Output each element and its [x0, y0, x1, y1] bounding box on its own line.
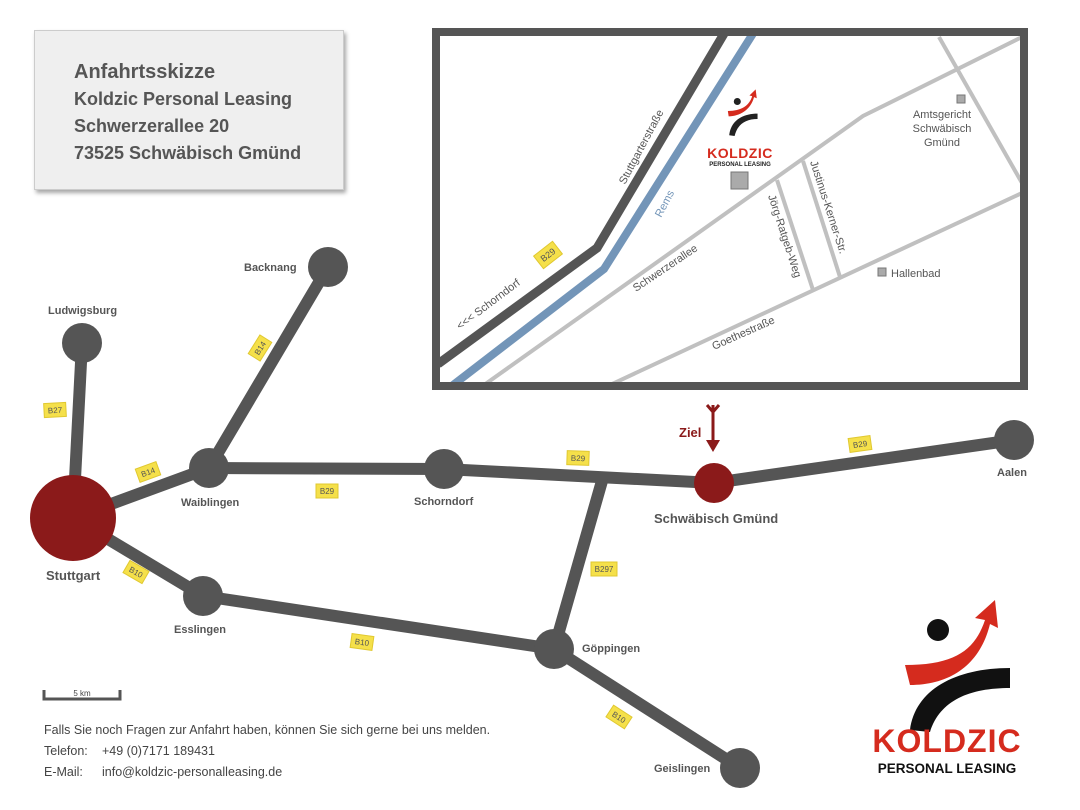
city-label-stuttgart: Stuttgart: [46, 568, 101, 583]
road-b10-geislingen: [548, 643, 746, 774]
city-label: Ludwigsburg: [48, 305, 117, 317]
email-label: E-Mail:: [44, 765, 83, 779]
road-sign-b10: B10: [354, 637, 370, 648]
road-b14-backnang: [203, 261, 334, 474]
poi-label: Amtsgericht: [913, 109, 971, 121]
road-sign-b29: B29: [571, 454, 586, 464]
address-box: Anfahrtsskizze Koldzic Personal Leasing …: [34, 30, 344, 190]
city-label: Esslingen: [174, 624, 226, 636]
street-amtsgericht: [937, 36, 1024, 184]
contact-info: Falls Sie noch Fragen zur Anfahrt haben,…: [44, 720, 490, 783]
road-b10: [197, 590, 560, 655]
city-label: Göppingen: [582, 643, 640, 655]
poi-label: Schwäbisch: [913, 123, 972, 135]
city-nodes: [30, 247, 1034, 788]
logo-text: KOLDZIC: [872, 723, 1021, 759]
logo-subtext: PERSONAL LEASING: [878, 761, 1017, 776]
scale-bar: 5 km: [42, 689, 122, 701]
node-geislingen: [720, 748, 760, 788]
street-joerg-ratgeb-weg: [775, 179, 815, 291]
road-signs: B27 B14 B14 B29 B29 B29 B10 B297 B10 B10: [43, 334, 873, 730]
node-goeppingen: [534, 629, 574, 669]
inset-streets: [482, 35, 1024, 387]
city-label: Backnang: [244, 262, 297, 274]
building-hallenbad-icon: [877, 267, 887, 277]
node-esslingen: [183, 576, 223, 616]
logo-text: KOLDZIC: [707, 145, 773, 161]
node-ludwigsburg: [62, 323, 102, 363]
road-b29-inset: [435, 29, 729, 368]
city-label: Schorndorf: [414, 496, 474, 508]
logo-subtext: PERSONAL LEASING: [709, 162, 771, 168]
street-address: Schwerzerallee 20: [74, 116, 230, 136]
koldzic-logo-icon: [905, 600, 1010, 732]
poi-label: Hallenbad: [891, 268, 941, 280]
road-b29: [203, 434, 1020, 490]
city-label: Aalen: [997, 467, 1027, 479]
street-justinus-kerner: [801, 160, 842, 278]
street-goethestrasse: [609, 191, 1023, 387]
phone-number[interactable]: +49 (0)7171 189431: [102, 744, 215, 758]
inset-frame: [432, 28, 1028, 390]
city-label: Waiblingen: [181, 497, 240, 509]
email-link[interactable]: info@koldzic-personalleasing.de: [102, 765, 283, 779]
target-label: Ziel: [679, 425, 701, 440]
koldzic-logo-icon: [727, 89, 758, 137]
road-sign-b297: B297: [595, 565, 614, 574]
phone-label: Telefon:: [44, 744, 88, 758]
node-backnang: [308, 247, 348, 287]
node-waiblingen: [189, 448, 229, 488]
road-sign-b27: B27: [48, 406, 63, 416]
road-sign-b29: B29: [852, 439, 868, 450]
page-title: Anfahrtsskizze: [74, 61, 216, 83]
city-label: Geislingen: [654, 763, 711, 775]
node-aalen: [994, 420, 1034, 460]
contact-note: Falls Sie noch Fragen zur Anfahrt haben,…: [44, 723, 491, 737]
street-schwerzerallee: [482, 35, 1023, 387]
road-b297: [548, 475, 608, 655]
road-sign-b29: B29: [320, 487, 335, 496]
node-schorndorf: [424, 449, 464, 489]
company-name: Koldzic Personal Leasing: [74, 89, 293, 109]
river-rems: [450, 29, 758, 389]
city-address: 73525 Schwäbisch Gmünd: [74, 143, 302, 163]
building-koldzic-icon: [730, 171, 749, 190]
node-schwaebisch-gmuend: [694, 463, 734, 503]
city-label-schwaebisch-gmuend: Schwäbisch Gmünd: [654, 511, 778, 526]
poi-label: Gmünd: [924, 137, 960, 149]
node-stuttgart: [30, 475, 116, 561]
building-amtsgericht-icon: [956, 94, 966, 104]
target-arrow-icon: [705, 404, 721, 452]
scale-label: 5 km: [73, 689, 91, 698]
inset-map: B29 <<< Schorndorf Stuttgarterstraße Rem…: [432, 28, 1028, 390]
